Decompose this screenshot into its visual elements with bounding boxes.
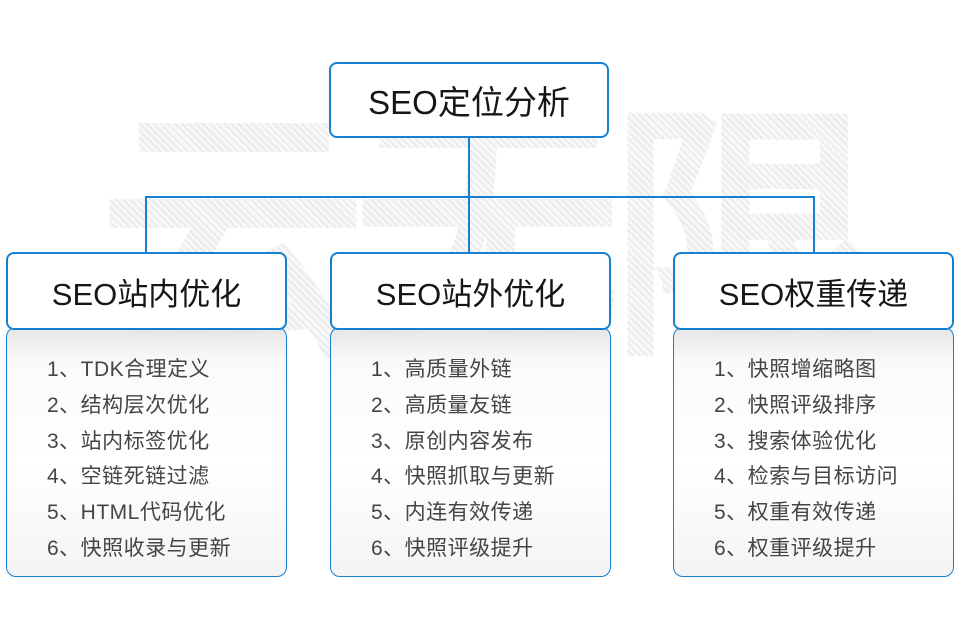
list-item: 2、结构层次优化 (47, 393, 210, 417)
list-item: 4、快照抓取与更新 (371, 465, 556, 489)
list-item: 5、内连有效传递 (371, 501, 534, 525)
list-item: 2、快照评级排序 (714, 393, 877, 417)
node-onsite-optimization: SEO站内优化 (6, 252, 287, 330)
connector-right-vertical (813, 196, 815, 252)
list-item: 4、检索与目标访问 (714, 465, 899, 489)
list-item: 6、权重评级提升 (714, 536, 877, 560)
list-item: 1、TDK合理定义 (47, 358, 211, 381)
node-label: SEO定位分析 (368, 84, 570, 121)
panel-weight-transfer: 1、快照增缩略图 2、快照评级排序 3、搜索体验优化 4、检索与目标访问 5、权… (673, 327, 954, 577)
list-item: 2、高质量友链 (371, 393, 513, 417)
list-item: 3、搜索体验优化 (714, 429, 877, 453)
connector-root-vertical (468, 138, 470, 252)
node-seo-positioning: SEO定位分析 (329, 62, 609, 138)
panel-onsite-optimization: 1、TDK合理定义 2、结构层次优化 3、站内标签优化 4、空链死链过滤 5、H… (6, 327, 287, 577)
list-item: 1、快照增缩略图 (714, 358, 877, 381)
node-label: SEO权重传递 (718, 276, 909, 312)
list-item: 5、权重有效传递 (714, 501, 877, 525)
list-item: 5、HTML代码优化 (47, 501, 226, 525)
list-item: 3、站内标签优化 (47, 429, 210, 453)
node-label: SEO站内优化 (51, 276, 242, 312)
panel-offsite-optimization: 1、高质量外链 2、高质量友链 3、原创内容发布 4、快照抓取与更新 5、内连有… (330, 327, 611, 577)
list-item: 6、快照收录与更新 (47, 536, 232, 560)
list-item: 3、原创内容发布 (371, 429, 534, 453)
node-weight-transfer: SEO权重传递 (673, 252, 954, 330)
connector-horizontal (145, 196, 815, 198)
node-offsite-optimization: SEO站外优化 (330, 252, 611, 330)
connector-left-vertical (145, 196, 147, 252)
list-item: 4、空链死链过滤 (47, 465, 210, 489)
node-label: SEO站外优化 (375, 276, 566, 312)
list-item: 1、高质量外链 (371, 358, 513, 381)
list-item: 6、快照评级提升 (371, 536, 534, 560)
